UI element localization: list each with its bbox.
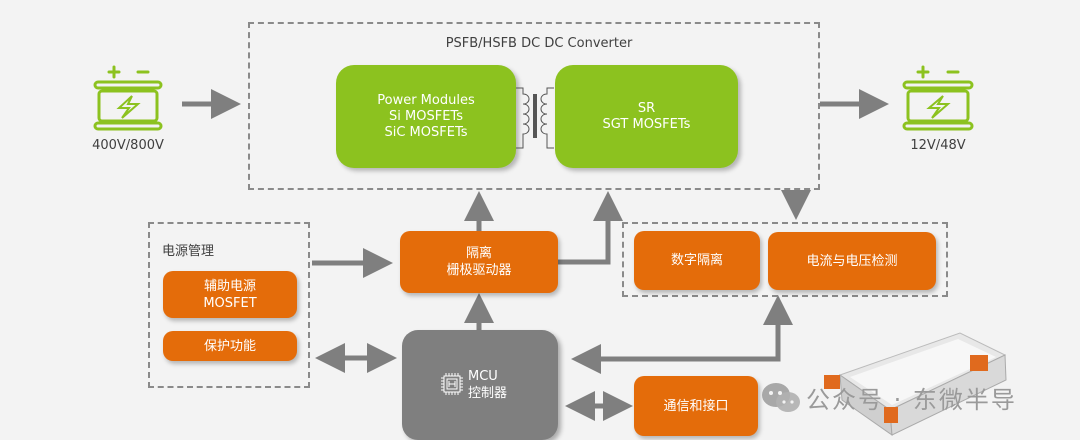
driver-line: 栅极驱动器 <box>446 263 512 278</box>
mcu-line: 控制器 <box>468 386 508 401</box>
input-voltage-label: 400V/800V <box>92 138 164 153</box>
protection-box: 保护功能 <box>163 331 297 361</box>
isolated-gate-driver-box: 隔离 栅极驱动器 <box>400 231 558 293</box>
power-management-title: 电源管理 <box>161 244 214 259</box>
driver-line: 隔离 <box>465 246 492 261</box>
dcdc-product-image <box>824 332 1007 437</box>
aux-power-mosfet-box: 辅助电源 MOSFET <box>163 271 297 318</box>
input-battery: 400V/800V <box>92 62 164 153</box>
primary-line: Power Modules <box>377 92 475 108</box>
output-voltage-label: 12V/48V <box>910 138 966 153</box>
secondary-line: SR <box>637 100 656 116</box>
converter-title: PSFB/HSFB DC DC Converter <box>445 36 633 51</box>
aux-line: MOSFET <box>203 295 257 311</box>
wechat-icon <box>762 382 800 412</box>
mcu-controller-box <box>402 330 558 440</box>
protection-label: 保护功能 <box>203 338 256 354</box>
converter-group <box>248 22 820 190</box>
mcu-line: MCU <box>468 369 498 384</box>
digital-isolation-box: 数字隔离 <box>634 231 760 290</box>
battery-icon <box>902 65 974 131</box>
mcu-label: MCU 控制器 <box>468 368 507 402</box>
watermark-text: 公众号 · 东微半导 <box>806 386 1017 414</box>
aux-line: 辅助电源 <box>203 278 256 294</box>
digital-isolation-label: 数字隔离 <box>670 253 723 268</box>
arrow-driver-to-secondary <box>558 191 623 265</box>
comm-interface-box: 通信和接口 <box>634 376 758 436</box>
current-voltage-sensing-box: 电流与电压检测 <box>768 232 936 290</box>
output-battery: 12V/48V <box>898 62 978 153</box>
secondary-sr-box: SR SGT MOSFETs <box>555 65 738 168</box>
comm-label: 通信和接口 <box>663 398 729 414</box>
secondary-line: SGT MOSFETs <box>602 116 691 132</box>
primary-line: Si MOSFETs <box>389 108 463 124</box>
power-management-group <box>148 222 310 388</box>
sensing-label: 电流与电压检测 <box>806 253 898 269</box>
sensing-group <box>622 222 948 297</box>
chip-icon <box>441 373 463 395</box>
battery-icon <box>93 65 163 131</box>
primary-line: SiC MOSFETs <box>384 124 468 140</box>
watermark: 公众号 · 东微半导 <box>760 380 1017 415</box>
arrow-sensing-mcu <box>571 295 793 374</box>
primary-power-modules-box: Power Modules Si MOSFETs SiC MOSFETs <box>336 65 516 168</box>
transformer-icon <box>516 87 554 149</box>
